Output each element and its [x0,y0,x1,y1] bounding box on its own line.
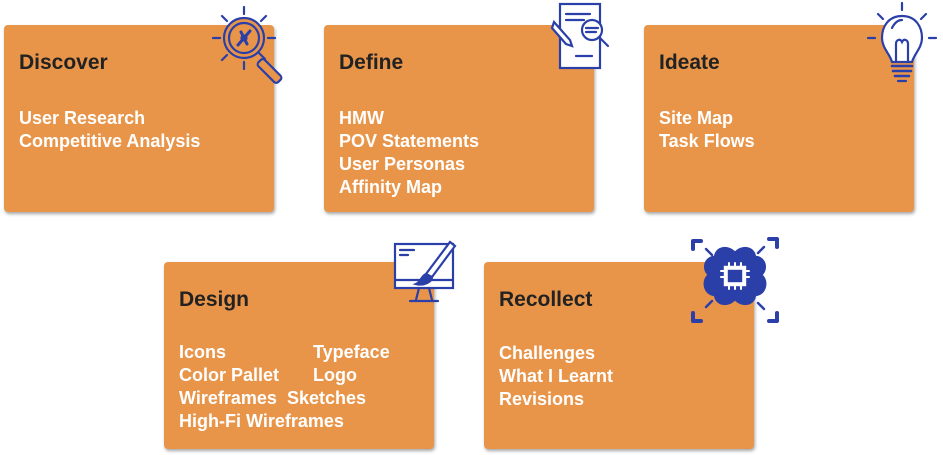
card-items: HMW POV Statements User Personas Affinit… [339,107,479,199]
list-item: Typeface [313,342,390,362]
list-item: Task Flows [659,131,755,151]
card-items: Icons Typeface Color Pallet Logo Wirefra… [179,342,419,437]
list-item: Site Map [659,108,734,128]
card-title: Design [179,288,250,311]
list-item: POV Statements [339,131,480,151]
list-item: Color Pallet [179,365,280,385]
list-item: High-Fi Wireframes [179,411,344,431]
card-items: Challenges What I Learnt Revisions [499,342,613,411]
list-item: User Personas [339,154,466,174]
list-item: Challenges [499,343,596,363]
card-title: Recollect [499,288,593,311]
card-ideate: Ideate Site Map Task Flows [644,25,914,212]
card-items: User Research Competitive Analysis [19,107,200,153]
lightbulb-icon [862,0,942,88]
monitor-brush-icon [392,236,462,308]
list-item: Wireframes [179,388,277,408]
brain-chip-icon [690,233,780,325]
document-search-icon [548,0,622,72]
list-item: Competitive Analysis [19,131,201,151]
card-discover: Discover User Research Competitive Analy… [4,25,274,212]
list-item: Logo [313,365,357,385]
card-items: Site Map Task Flows [659,107,755,153]
list-item: Sketches [287,388,367,408]
list-item: User Research [19,108,146,128]
card-title: Define [339,51,404,74]
list-item: HMW [339,108,384,128]
card-design: Design Icons Typeface Color Pallet Logo … [164,262,434,449]
list-item: Revisions [499,389,585,409]
list-item: Icons [179,342,227,362]
card-title: Ideate [659,51,720,74]
compass-magnifier-icon [210,2,302,92]
list-item: Affinity Map [339,177,442,197]
card-title: Discover [19,51,108,74]
list-item: What I Learnt [499,366,614,386]
card-define: Define HMW POV Statements User Personas … [324,25,594,212]
